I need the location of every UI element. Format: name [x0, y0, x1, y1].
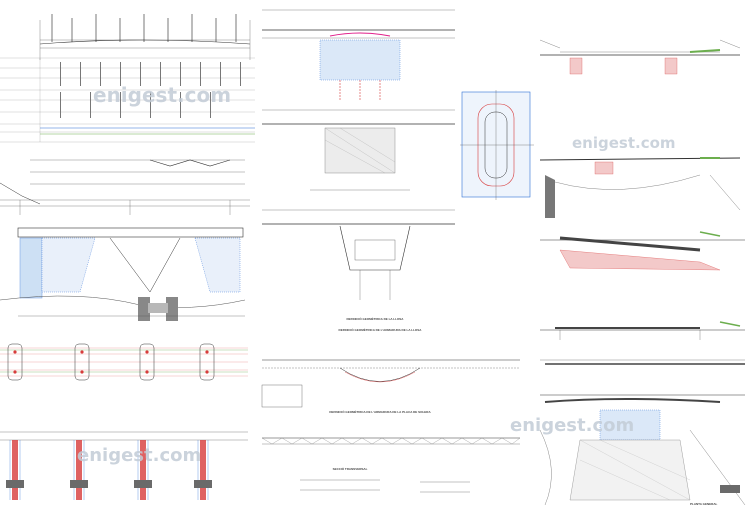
caption-general-plan: PLANTA GENERAL	[690, 502, 718, 506]
longitudinal-profile-panel: enigest.com	[0, 14, 255, 143]
watermark: enigest.com	[77, 445, 201, 466]
foundation-section	[262, 109, 455, 191]
pile-caps-plan	[0, 343, 248, 381]
watermark: enigest.com	[510, 415, 634, 436]
caption-base-slab: DEFINICIÓ GEOMÈTRICA DE L'ARMADURA DE LA…	[329, 409, 431, 414]
caption-slab-geometry: DEFINICIÓ GEOMÈTRICA DE LA LLOSA	[347, 316, 405, 321]
caption-slab-reinforcement: DEFINICIÓ GEOMÈTRICA DE L'ARMADURA DE LA…	[339, 327, 423, 332]
base-slab-reinforcement: DEFINICIÓ GEOMÈTRICA DE L'ARMADURA DE LA…	[261, 409, 521, 493]
slab-reinforcement-detail: DEFINICIÓ GEOMÈTRICA DE L'ARMADURA DE LA…	[261, 327, 520, 408]
piles-elevation: enigest.com	[0, 431, 248, 500]
girder-cross-section: DEFINICIÓ GEOMÈTRICA DE LA LLOSA	[262, 209, 455, 321]
bridge-longitudinal-section	[0, 227, 246, 321]
deck-cross-section-top	[262, 9, 455, 100]
pier-cross-section	[460, 90, 534, 200]
watermark: enigest.com	[93, 83, 231, 107]
plan-elevation-panel	[0, 159, 250, 215]
watermark: enigest.com	[572, 134, 676, 152]
road-sections-column: enigest.com enigest.com PLANTA GENERAL	[510, 39, 746, 506]
caption-cross-section: SECCIÓ TRANSVERSAL	[333, 466, 368, 471]
